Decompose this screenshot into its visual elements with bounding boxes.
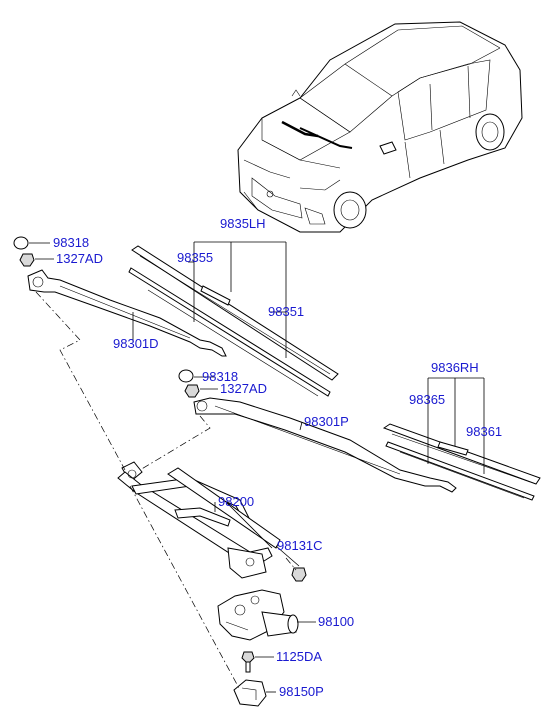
label-arm-passenger[interactable]: 98301P xyxy=(304,414,349,429)
nut-lh[interactable] xyxy=(19,253,35,267)
wiper-blade-rh[interactable] xyxy=(382,423,541,501)
vehicle-illustration xyxy=(237,21,523,233)
leader-lines xyxy=(29,241,485,693)
label-nut-lh[interactable]: 1327AD xyxy=(56,251,103,266)
wiper-arm-passenger[interactable] xyxy=(193,397,457,493)
label-linkage[interactable]: 98200 xyxy=(218,494,254,509)
label-wiper-blade-lh[interactable]: 9835LH xyxy=(220,216,266,231)
label-refill-lh[interactable]: 98355 xyxy=(177,250,213,265)
wiper-motor[interactable] xyxy=(217,589,299,641)
label-refill-rh[interactable]: 98365 xyxy=(409,392,445,407)
label-bracket[interactable]: 98150P xyxy=(279,684,324,699)
motor-bolt[interactable] xyxy=(241,651,255,673)
cap-rh[interactable] xyxy=(178,369,194,383)
label-cap-rh[interactable]: 98318 xyxy=(202,369,238,384)
cap-lh[interactable] xyxy=(13,236,29,250)
label-linkage-nut[interactable]: 98131C xyxy=(277,538,323,553)
label-bolt[interactable]: 1125DA xyxy=(276,649,322,664)
wiper-arm-driver[interactable] xyxy=(27,269,227,357)
wiper-linkage[interactable] xyxy=(117,461,281,579)
wiper-blade-lh[interactable] xyxy=(128,245,339,397)
label-motor[interactable]: 98100 xyxy=(318,614,354,629)
label-cap-lh[interactable]: 98318 xyxy=(53,235,89,250)
label-blade-assy-rh[interactable]: 98361 xyxy=(466,424,502,439)
label-blade-assy-lh[interactable]: 98351 xyxy=(268,304,304,319)
motor-bracket[interactable] xyxy=(233,679,267,707)
label-wiper-blade-rh[interactable]: 9836RH xyxy=(431,360,479,375)
label-nut-rh[interactable]: 1327AD xyxy=(220,381,267,396)
nut-rh[interactable] xyxy=(184,384,200,398)
assembly-guide-lines xyxy=(35,291,297,691)
label-arm-driver[interactable]: 98301D xyxy=(113,336,159,351)
linkage-nut[interactable] xyxy=(291,567,307,582)
